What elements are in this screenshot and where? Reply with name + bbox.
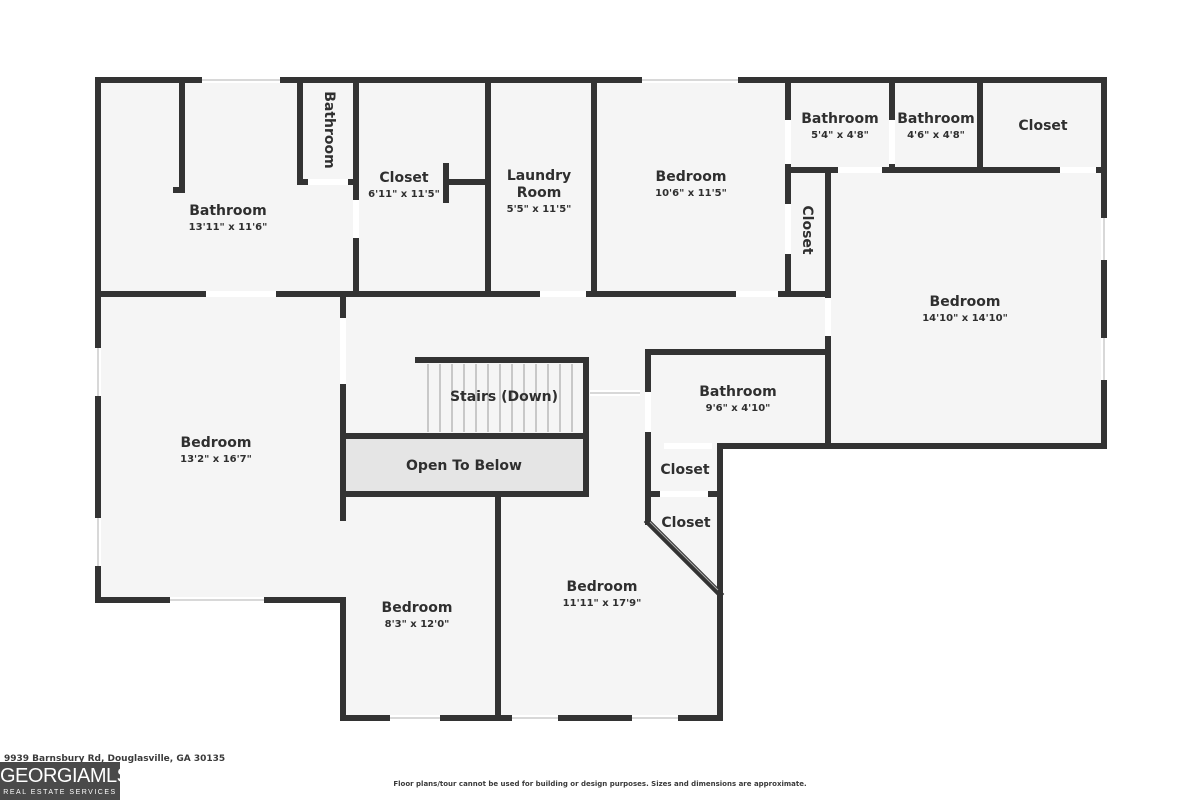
closet-walkin-dim: 6'11" x 11'5" (368, 189, 440, 200)
bedroom-left-dim: 13'2" x 16'7" (180, 454, 252, 465)
bedroom-bottom-right-name: Bedroom (567, 579, 638, 595)
bedroom-top-dim: 10'6" x 11'5" (655, 188, 727, 199)
logo-subtext: REAL ESTATE SERVICES (3, 789, 117, 796)
window-sill-lines (97, 79, 1105, 719)
bedroom-top-name: Bedroom (656, 169, 727, 185)
closet-walkin-name: Closet (379, 170, 429, 186)
georgia-mls-logo: GEORGIAMLS REAL ESTATE SERVICES (0, 762, 130, 800)
room-labels: Bathroom 13'11" x 11'6" Bathroom Closet … (180, 91, 1068, 630)
address-text: 9939 Barnsbury Rd, Douglasville, GA 3013… (4, 754, 226, 764)
closet-vertical-name: Closet (799, 205, 815, 255)
closet-hall-2-name: Closet (661, 515, 711, 531)
bathroom-wc-name: Bathroom (321, 91, 337, 169)
stairs-name: Stairs (Down) (450, 389, 558, 405)
bedroom-right-dim: 14'10" x 14'10" (922, 313, 1008, 324)
stairs-treads (427, 364, 573, 432)
open-below-name: Open To Below (406, 458, 522, 474)
bathroom-hall-dim: 9'6" x 4'10" (706, 403, 771, 414)
bathroom-small-2-name: Bathroom (897, 111, 975, 127)
closet-hall-1-name: Closet (660, 462, 710, 478)
bedroom-bottom-mid-name: Bedroom (382, 600, 453, 616)
bathroom-master-name: Bathroom (189, 203, 267, 219)
bathroom-hall-name: Bathroom (699, 384, 777, 400)
bedroom-left-name: Bedroom (181, 435, 252, 451)
logo-text: GEORGIAMLS (0, 765, 130, 787)
open-to-below-fill (343, 436, 586, 494)
bathroom-small-2-dim: 4'6" x 4'8" (907, 130, 965, 141)
disclaimer-text: Floor plans/tour cannot be used for buil… (393, 780, 807, 788)
bedroom-right-name: Bedroom (930, 294, 1001, 310)
floor-area (98, 80, 1104, 718)
bathroom-master-dim: 13'11" x 11'6" (189, 222, 268, 233)
bedroom-bottom-mid-dim: 8'3" x 12'0" (385, 619, 450, 630)
laundry-name-line1: Laundry (507, 168, 571, 184)
laundry-name-line2: Room (517, 185, 562, 201)
bathroom-small-1-name: Bathroom (801, 111, 879, 127)
laundry-dim: 5'5" x 11'5" (507, 204, 572, 215)
closet-top-right-name: Closet (1018, 118, 1068, 134)
bathroom-small-1-dim: 5'4" x 4'8" (811, 130, 869, 141)
bedroom-bottom-right-dim: 11'11" x 17'9" (563, 598, 642, 609)
floor-fill (98, 80, 1104, 718)
